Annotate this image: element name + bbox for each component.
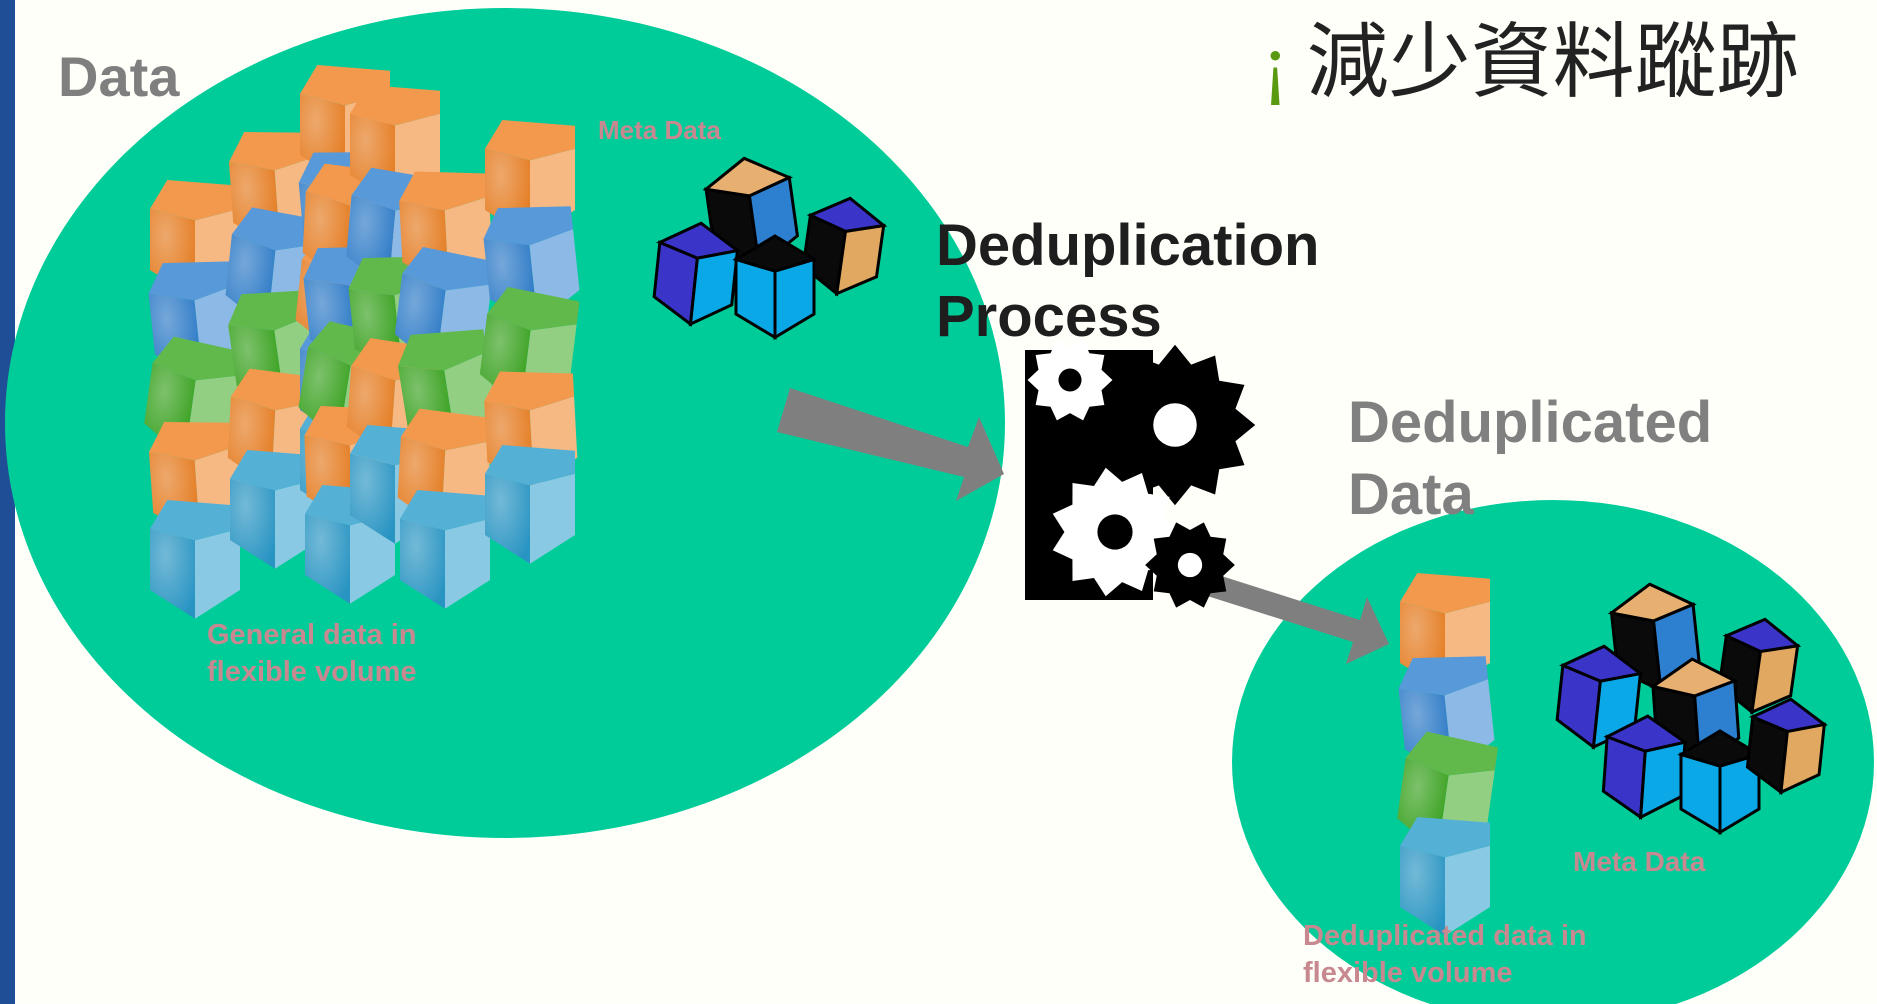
data-cube (485, 445, 575, 564)
data-cube-stack (144, 65, 580, 619)
meta-cube (1677, 729, 1763, 836)
data-label: Data (58, 45, 180, 108)
meta-cube (652, 221, 742, 327)
slide-title: ¡ 減少資料蹤跡 (1262, 15, 1799, 110)
dedup-volume-label: Deduplicated data in flexible volume (1303, 920, 1587, 989)
arrow-right-icon (777, 388, 1004, 501)
deduplicated-cube-stack (1397, 573, 1499, 936)
arrow-right-icon (1201, 573, 1389, 664)
data-cube (150, 500, 240, 619)
data-cube (400, 490, 490, 609)
meta-cube (732, 234, 818, 341)
gear (1145, 522, 1235, 608)
meta-cube (1745, 697, 1828, 796)
gear (1027, 339, 1113, 421)
dedup-cube (1400, 817, 1490, 936)
side-bar (0, 0, 15, 1004)
gear (1094, 344, 1256, 506)
bullet-icon: ¡ (1262, 19, 1289, 108)
dedup-volume (1232, 500, 1874, 1004)
gears-icon (1025, 339, 1256, 608)
meta-data-cubes-bottom (1555, 582, 1828, 836)
meta-cube (1717, 617, 1802, 715)
meta-data-label-bottom: Meta Data (1573, 846, 1706, 877)
meta-data-cubes-top (652, 156, 888, 341)
general-data-label: General data in flexible volume (207, 619, 417, 688)
title-text: 減少資料蹤跡 (1306, 15, 1799, 110)
meta-data-label-top: Meta Data (598, 115, 721, 145)
dedup-process-label: Deduplication Process (936, 213, 1320, 349)
deduplicated-data-label: Deduplicated Data (1348, 390, 1713, 527)
